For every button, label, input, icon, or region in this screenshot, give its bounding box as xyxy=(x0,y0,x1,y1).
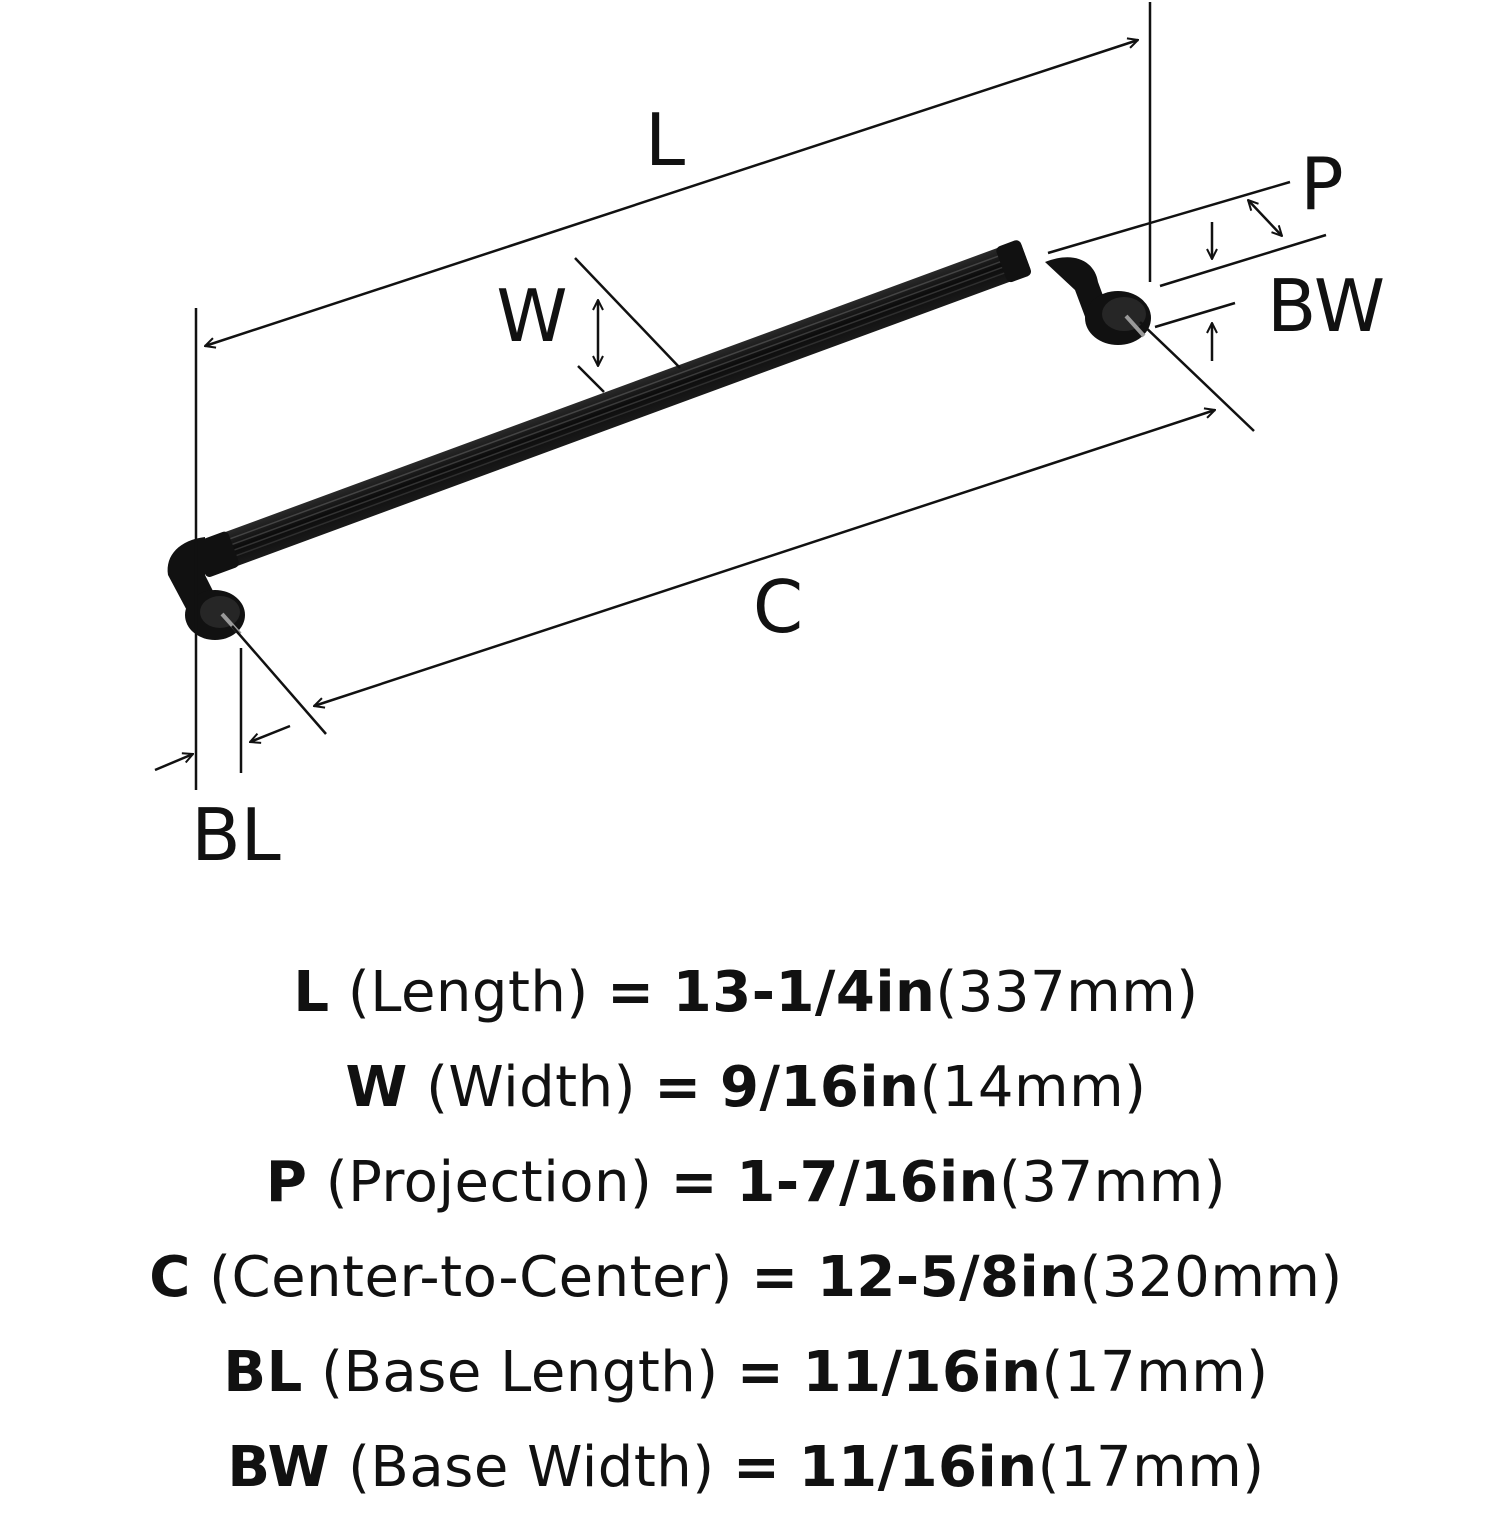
dimension-lines xyxy=(154,2,1327,790)
spec-name: (Base Width) xyxy=(348,1435,715,1500)
spec-row-length: L (Length) = 13-1/4in(337mm) xyxy=(0,945,1492,1040)
label-l: L xyxy=(645,98,685,182)
spec-name: (Center-to-Center) xyxy=(209,1245,733,1310)
right-leg xyxy=(1045,257,1151,345)
projection-dimension-line xyxy=(1248,200,1282,236)
spec-metric: (37mm) xyxy=(999,1150,1227,1215)
spec-name: (Length) xyxy=(347,960,589,1025)
spec-metric: (17mm) xyxy=(1037,1435,1265,1500)
spec-imperial: 13-1/4in xyxy=(672,960,936,1025)
spec-row-center-to-center: C (Center-to-Center) = 12-5/8in(320mm) xyxy=(0,1230,1492,1325)
length-dimension-line xyxy=(205,40,1138,346)
spec-row-projection: P (Projection) = 1-7/16in(37mm) xyxy=(0,1135,1492,1230)
specifications-list: L (Length) = 13-1/4in(337mm) W (Width) =… xyxy=(0,945,1492,1515)
spec-imperial: 9/16in xyxy=(720,1055,920,1120)
label-w: W xyxy=(496,274,567,358)
spec-imperial: 1-7/16in xyxy=(736,1150,1000,1215)
base-length-arrow-right xyxy=(250,724,291,742)
spec-name: (Width) xyxy=(426,1055,636,1120)
spec-imperial: 11/16in xyxy=(798,1435,1038,1500)
spec-equals: = xyxy=(751,1245,799,1310)
spec-name: (Base Length) xyxy=(321,1340,719,1405)
base-length-arrow-left xyxy=(154,754,193,772)
handle-bar xyxy=(194,240,1031,577)
dimension-diagram: L W P BW C BL xyxy=(154,2,1385,877)
left-leg xyxy=(167,537,245,640)
spec-row-base-width: BW (Base Width) = 11/16in(17mm) xyxy=(0,1420,1492,1515)
label-bl: BL xyxy=(191,793,281,877)
spec-metric: (337mm) xyxy=(935,960,1199,1025)
spec-symbol: P xyxy=(265,1150,308,1215)
label-bw: BW xyxy=(1267,264,1385,348)
spec-metric: (17mm) xyxy=(1041,1340,1269,1405)
spec-imperial: 11/16in xyxy=(802,1340,1042,1405)
spec-name: (Projection) xyxy=(325,1150,653,1215)
spec-row-width: W (Width) = 9/16in(14mm) xyxy=(0,1040,1492,1135)
center-to-center-dimension-line xyxy=(314,410,1215,706)
spec-equals: = xyxy=(736,1340,785,1405)
spec-symbol: L xyxy=(293,960,330,1025)
handle-pull-illustration xyxy=(167,240,1151,640)
spec-metric: (320mm) xyxy=(1079,1245,1343,1310)
spec-symbol: W xyxy=(345,1055,408,1120)
spec-metric: (14mm) xyxy=(919,1055,1147,1120)
label-p: P xyxy=(1300,142,1343,226)
spec-equals: = xyxy=(732,1435,781,1500)
spec-symbol: BW xyxy=(227,1435,330,1500)
spec-symbol: BL xyxy=(223,1340,303,1405)
dimension-labels: L W P BW C BL xyxy=(191,98,1385,877)
spec-row-base-length: BL (Base Length) = 11/16in(17mm) xyxy=(0,1325,1492,1420)
spec-symbol: C xyxy=(149,1245,191,1310)
spec-equals: = xyxy=(654,1055,702,1120)
label-c: C xyxy=(753,565,803,649)
spec-equals: = xyxy=(670,1150,719,1215)
spec-imperial: 12-5/8in xyxy=(816,1245,1080,1310)
spec-equals: = xyxy=(607,960,655,1025)
